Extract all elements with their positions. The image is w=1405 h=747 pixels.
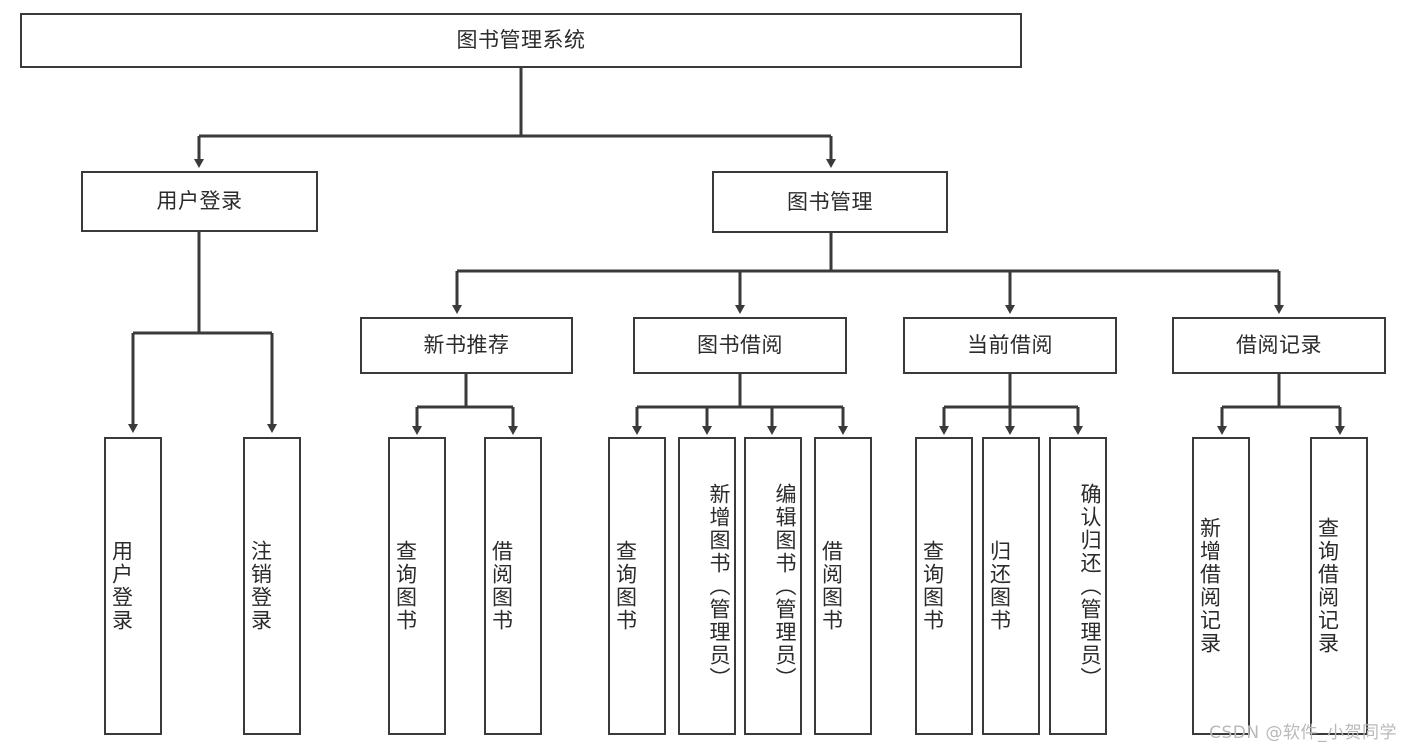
- node-label: 归还图书: [987, 540, 1012, 632]
- node-label: 注销登录: [248, 540, 273, 632]
- leaf-borrow-book-recommend[interactable]: 借阅图书: [484, 437, 542, 735]
- node-label: 查询图书: [920, 540, 945, 632]
- node-label: 图书管理: [787, 189, 873, 214]
- node-current-borrow[interactable]: 当前借阅: [903, 317, 1117, 374]
- node-label: 图书借阅: [697, 333, 783, 358]
- leaf-query-book-borrow[interactable]: 查询图书: [608, 437, 666, 735]
- leaf-user-login[interactable]: 用户登录: [104, 437, 162, 735]
- leaf-confirm-return-admin[interactable]: 确认归还（管理员）: [1049, 437, 1107, 735]
- node-label: 新书推荐: [423, 333, 510, 358]
- node-label: 查询图书: [613, 540, 638, 632]
- node-label: 用户登录: [156, 189, 243, 214]
- leaf-borrow-book[interactable]: 借阅图书: [814, 437, 872, 735]
- node-label: 当前借阅: [967, 333, 1053, 358]
- node-label: 用户登录: [109, 540, 134, 632]
- node-label: 新增借阅记录: [1197, 517, 1222, 655]
- node-root-system[interactable]: 图书管理系统: [20, 13, 1022, 68]
- node-user-login[interactable]: 用户登录: [81, 171, 318, 232]
- node-borrow-record[interactable]: 借阅记录: [1172, 317, 1386, 374]
- leaf-query-book-current[interactable]: 查询图书: [915, 437, 973, 735]
- node-new-book-recommend[interactable]: 新书推荐: [360, 317, 573, 374]
- node-label: 借阅图书: [489, 540, 514, 632]
- leaf-user-logout[interactable]: 注销登录: [243, 437, 301, 735]
- node-label: 图书管理系统: [456, 28, 586, 53]
- leaf-add-book-admin[interactable]: 新增图书（管理员）: [678, 437, 736, 735]
- node-label: 编辑图书（管理员）: [773, 482, 797, 690]
- leaf-return-book[interactable]: 归还图书: [982, 437, 1040, 735]
- node-label: 查询借阅记录: [1315, 517, 1340, 655]
- node-label: 查询图书: [393, 540, 418, 632]
- leaf-edit-book-admin[interactable]: 编辑图书（管理员）: [744, 437, 802, 735]
- node-label: 借阅记录: [1236, 333, 1322, 358]
- node-label: 新增图书（管理员）: [707, 482, 731, 690]
- node-book-management[interactable]: 图书管理: [712, 171, 948, 233]
- watermark-text: CSDN @软件_小贺同学: [1209, 723, 1397, 743]
- node-book-borrow[interactable]: 图书借阅: [633, 317, 847, 374]
- leaf-query-borrow-record[interactable]: 查询借阅记录: [1310, 437, 1368, 735]
- leaf-query-book-recommend[interactable]: 查询图书: [388, 437, 446, 735]
- leaf-add-borrow-record[interactable]: 新增借阅记录: [1192, 437, 1250, 735]
- node-label: 确认归还（管理员）: [1078, 482, 1102, 690]
- node-label: 借阅图书: [819, 540, 844, 632]
